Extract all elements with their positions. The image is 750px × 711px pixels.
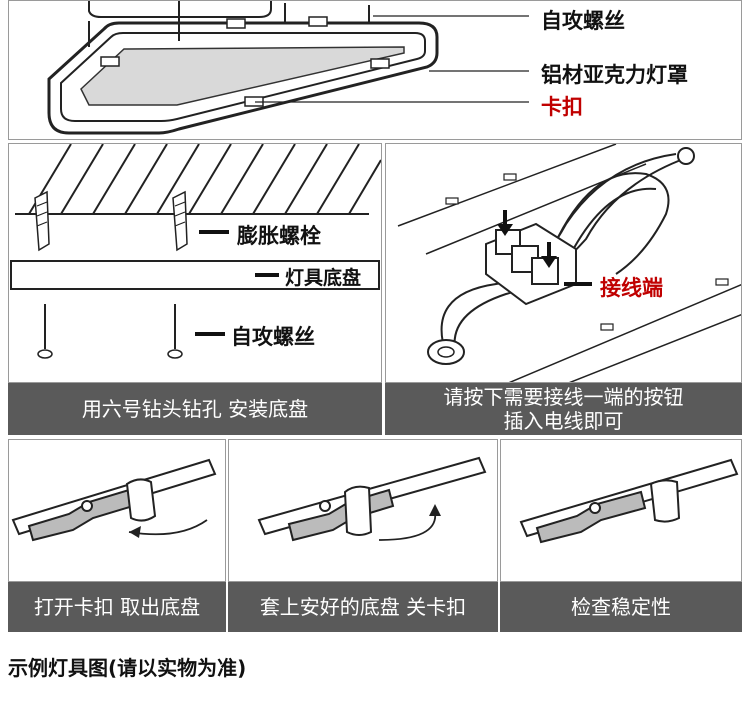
label-lamp-base: 灯具底盘 (285, 267, 362, 289)
step2-caption-line1: 请按下需要接线一端的按钮 (443, 385, 684, 409)
sample-lamp-note: 示例灯具图(请以实物为准) (8, 656, 247, 680)
top-diagram-panel: 自攻螺丝 铝材亚克力灯罩 卡扣 (8, 0, 742, 140)
step2-caption: 请按下需要接线一端的按钮 插入电线即可 (385, 383, 742, 435)
clip-open-diagram (11, 458, 217, 542)
label-clip: 卡扣 (541, 95, 583, 119)
step2-wiring-panel: 接线端 (385, 143, 742, 383)
step3-open-clip-panel (8, 439, 226, 582)
clip-close-diagram (257, 456, 487, 542)
label-aluminum-acrylic-cover: 铝材亚克力灯罩 (541, 63, 688, 87)
step4-close-clip-panel (228, 439, 498, 582)
step1-caption: 用六号钻头钻孔 安装底盘 (8, 383, 382, 435)
label-self-tapping-screw-2: 自攻螺丝 (231, 325, 315, 349)
step5-caption: 检查稳定性 (500, 582, 742, 632)
step4-caption: 套上安好的底盘 关卡扣 (228, 582, 498, 632)
step1-install-base-panel: 膨胀螺栓 灯具底盘 自攻螺丝 (8, 143, 382, 383)
step2-caption-line2: 插入电线即可 (503, 409, 624, 433)
clip-check-diagram (519, 458, 739, 544)
terminal-wiring-diagram (397, 144, 741, 382)
label-expansion-bolt: 膨胀螺栓 (237, 224, 321, 248)
step5-check-panel (500, 439, 742, 582)
label-terminal: 接线端 (600, 276, 663, 300)
lamp-cover-diagram (47, 1, 529, 135)
step3-caption: 打开卡扣 取出底盘 (8, 582, 226, 632)
ceiling-drilling-diagram (10, 144, 381, 359)
label-self-tapping-screw: 自攻螺丝 (541, 9, 625, 33)
